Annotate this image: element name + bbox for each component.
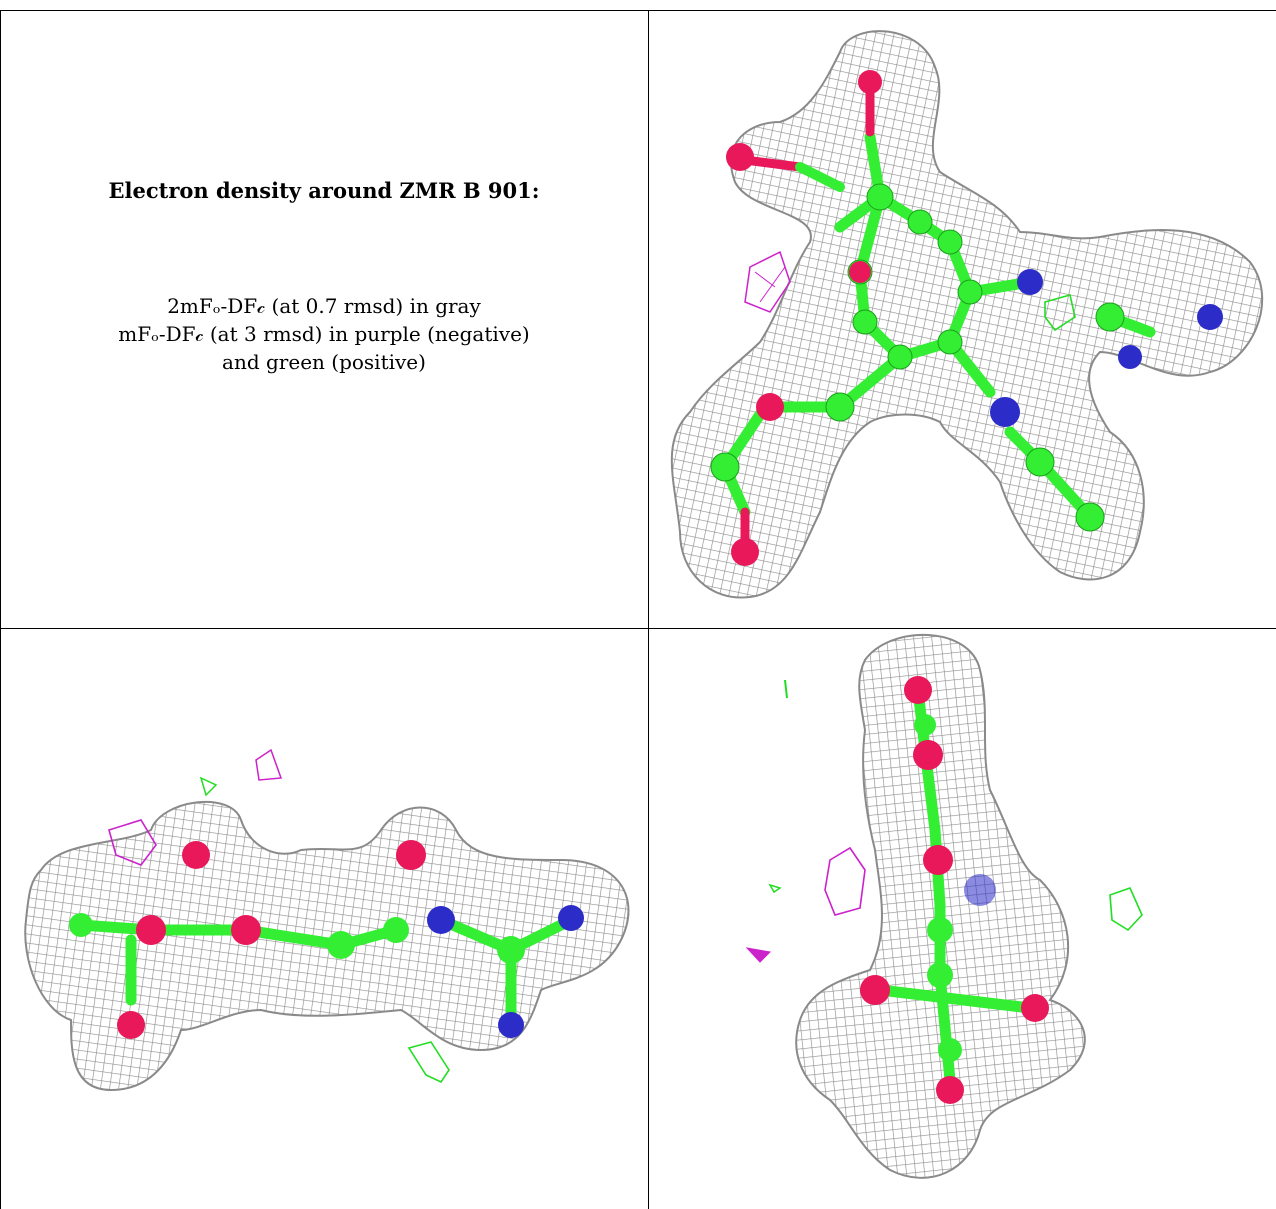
caption-title: Electron density around ZMR B 901: — [108, 178, 540, 203]
legend-line-3: and green (positive) — [222, 350, 426, 374]
ball-and-stick-model — [69, 840, 584, 1039]
gray-mesh-contour — [670, 30, 1264, 599]
legend-line-2: mFₒ-DF𝒸 (at 3 rmsd) in purple (negative) — [118, 322, 530, 346]
ball-and-stick-model — [710, 70, 1223, 566]
caption-cell: Electron density around ZMR B 901: 2mFₒ-… — [0, 10, 648, 628]
density-render-top — [670, 30, 1264, 599]
positive-difference-density — [199, 776, 450, 1084]
density-panel-top-view — [650, 12, 1276, 627]
ball-and-stick-model — [860, 676, 1049, 1104]
table-border-left — [0, 10, 1, 1209]
positive-difference-density — [1044, 294, 1076, 332]
density-panel-end-view — [650, 630, 1276, 1209]
caption-legend: 2mFₒ-DF𝒸 (at 0.7 rmsd) in gray mFₒ-DF𝒸 (… — [0, 292, 648, 376]
density-render-end — [745, 634, 1143, 1179]
density-render-side — [24, 748, 630, 1092]
negative-difference-density — [744, 250, 791, 313]
negative-difference-density — [745, 846, 866, 963]
table-divider-vertical — [648, 10, 649, 1209]
positive-difference-density — [768, 679, 1143, 932]
table-divider-horizontal — [0, 628, 1276, 629]
negative-difference-density — [108, 748, 283, 866]
table-border-top — [0, 10, 1276, 11]
density-panel-side-view — [1, 630, 647, 1209]
legend-line-1: 2mFₒ-DF𝒸 (at 0.7 rmsd) in gray — [167, 294, 481, 318]
